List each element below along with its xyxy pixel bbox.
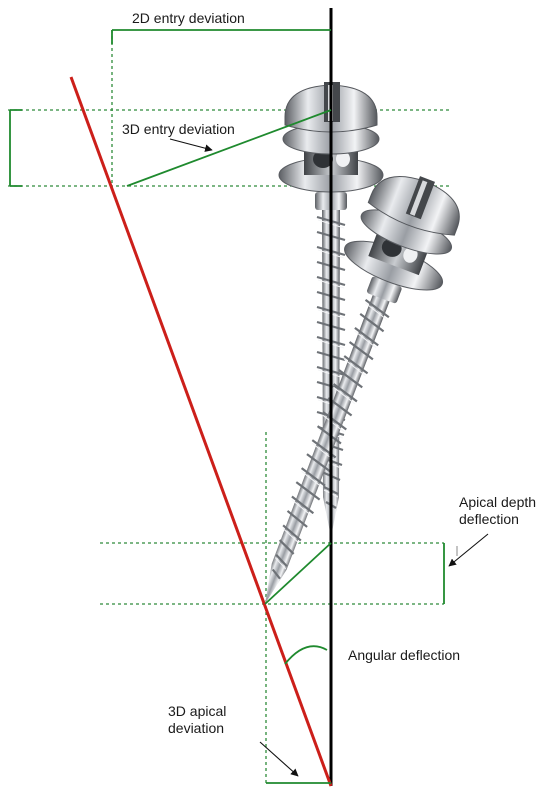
apical-3d-label: 3D apical deviation [168,703,258,737]
entry-3d-pointer-arrow [169,138,213,152]
entry-3d-label: 3D entry deviation [122,121,235,137]
entry-2d-label: 2D entry deviation [132,10,245,26]
apical-level-guides [100,30,444,783]
apical-depth-label: Apical depth deflection [459,494,549,528]
angular-deflection-label: Angular deflection [348,647,461,663]
placed-screw [215,159,477,624]
apical-depth-pointer-arrow [448,533,489,567]
apical-depth-label-line1: Apical depth [459,494,537,510]
pointer-arrows [169,138,489,777]
apical-3d-label-line2: deviation [168,720,225,736]
apical-3d-label-line1: 3D apical [168,703,227,719]
measurements [9,29,445,784]
angular-deflection-arc [284,645,328,665]
entry-depth-bracket-ends [10,109,22,187]
placed-axis-line [69,76,333,787]
entry-3d-measure [126,109,332,187]
apical-3d-pointer-arrow [259,741,299,777]
apex-3d-measure [264,542,332,605]
apical-depth-label-line2: deflection [459,511,519,527]
